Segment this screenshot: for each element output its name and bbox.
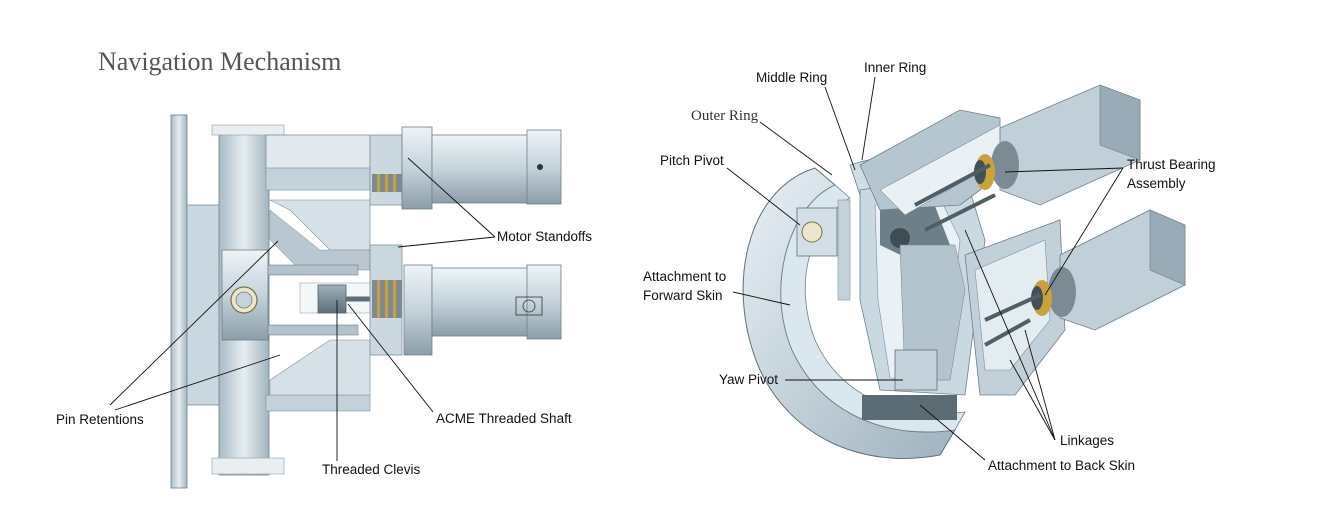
label-attachment-forward-2: Forward Skin: [643, 288, 723, 303]
label-pitch-pivot: Pitch Pivot: [660, 153, 724, 168]
side-view-drawing: [170, 114, 562, 489]
label-acme-threaded-shaft: ACME Threaded Shaft: [436, 411, 572, 426]
label-attachment-forward-1: Attachment to: [643, 269, 727, 284]
label-thrust-bearing-assembly: Assembly: [1127, 176, 1186, 191]
label-inner-ring: Inner Ring: [864, 60, 927, 75]
right-leader-lines: [726, 76, 1124, 461]
label-thrust-bearing: Thrust Bearing: [1127, 157, 1216, 172]
left-leader-lines: [109, 157, 496, 461]
diagram-title: Navigation Mechanism: [98, 47, 342, 76]
label-threaded-clevis: Threaded Clevis: [322, 462, 421, 477]
label-attachment-back-skin: Attachment to Back Skin: [988, 458, 1136, 473]
label-middle-ring: Middle Ring: [756, 70, 828, 85]
isometric-view-drawing: [742, 84, 1186, 459]
label-outer-ring: Outer Ring: [691, 108, 759, 124]
label-linkages: Linkages: [1060, 433, 1115, 448]
label-pin-retentions: Pin Retentions: [56, 412, 144, 427]
label-yaw-pivot: Yaw Pivot: [719, 372, 779, 387]
label-motor-standoffs: Motor Standoffs: [497, 229, 593, 244]
